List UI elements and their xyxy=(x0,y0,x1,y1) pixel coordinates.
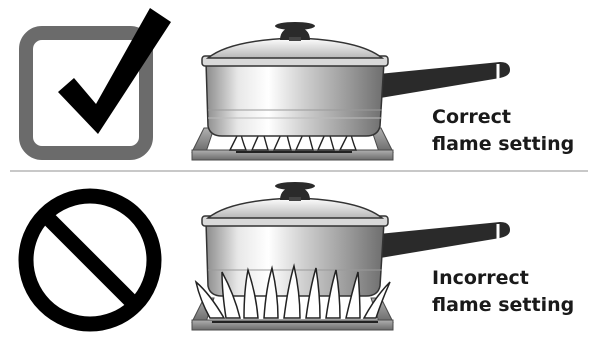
pan-handle xyxy=(378,62,510,98)
correct-label-line2: flame setting xyxy=(432,131,582,158)
panel-correct-flame: Correct flame setting xyxy=(0,0,589,168)
incorrect-label: Incorrect flame setting xyxy=(432,265,582,319)
correct-label: Correct flame setting xyxy=(432,104,582,158)
pan-lid xyxy=(208,22,382,58)
incorrect-label-line1: Incorrect xyxy=(432,265,582,292)
pan-lid xyxy=(208,182,382,218)
panel-incorrect-flame: Incorrect flame setting xyxy=(0,172,589,340)
correct-label-line1: Correct xyxy=(432,104,582,131)
prohibited-circle-icon xyxy=(26,196,154,324)
pan-handle xyxy=(378,222,510,258)
incorrect-label-line2: flame setting xyxy=(432,292,582,319)
checkmark-in-box-icon xyxy=(26,8,171,153)
saucepan xyxy=(202,56,388,136)
